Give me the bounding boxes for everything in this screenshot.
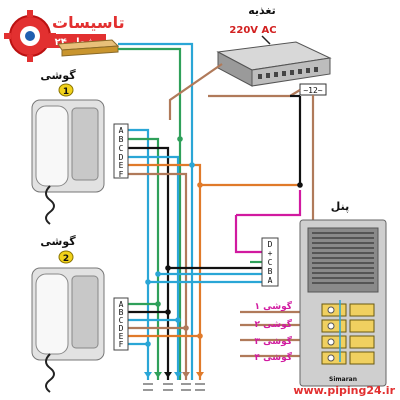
- power-supply-voltage: 220V AC: [229, 25, 276, 36]
- bus-continuation-arrows: [143, 372, 205, 391]
- handset-1-title: گوشی: [40, 69, 76, 82]
- power-supply: تغذیه 220V AC: [216, 4, 332, 87]
- door-panel: پنل Simaran: [299, 200, 387, 387]
- panel-title: پنل: [331, 200, 349, 213]
- panel-buttons: [321, 300, 375, 365]
- panel-terminal-d: D: [268, 240, 273, 249]
- power-supply-title: تغذیه: [248, 4, 276, 17]
- handset-2-terminal-d: D: [119, 324, 124, 333]
- panel-terminal-b: B: [268, 267, 273, 276]
- junction-dots: [145, 136, 303, 347]
- handset-1-terminal-b: B: [119, 135, 124, 144]
- handset-2-number: 2: [63, 254, 69, 264]
- handset-2-terminal-c: C: [119, 316, 124, 325]
- panel-terminal-a: A: [268, 276, 273, 285]
- handset-1-terminal-d: D: [119, 153, 124, 162]
- panel-button-label-3: گوشی ۳: [255, 335, 293, 347]
- handset-1-terminal-e: E: [119, 161, 124, 170]
- panel-brand: Simaran: [329, 376, 357, 383]
- handset-2-title: گوشی: [40, 235, 76, 248]
- panel-button-label-2: گوشی ۲: [255, 318, 293, 330]
- handset-1-terminal-a: A: [119, 126, 124, 135]
- regulator-label: ~12~: [303, 86, 322, 95]
- handset-2: گوشی 2 A B C D E F: [31, 235, 129, 393]
- panel-button-labels: گوشی ۱ گوشی ۲ گوشی ۳ گوشی ۴: [255, 300, 293, 363]
- handset-2-terminal-a: A: [119, 300, 124, 309]
- handset-2-terminal-e: E: [119, 332, 124, 341]
- handset-2-terminal-b: B: [119, 308, 124, 317]
- logo-title: تاسیسات: [52, 13, 125, 32]
- panel-terminal-c: C: [268, 258, 273, 267]
- panel-button-label-1: گوشی ۱: [255, 300, 293, 312]
- handset-2-terminal-f: F: [119, 340, 124, 349]
- handset-1: گوشی 1 A B C D E F: [31, 69, 129, 225]
- handset-1-terminal-f: F: [119, 170, 124, 179]
- handset-1-terminal-c: C: [119, 144, 124, 153]
- panel-terminal-block: D + C B A: [261, 237, 279, 287]
- panel-terminal-plus: +: [268, 249, 273, 258]
- panel-button-label-4: گوشی ۴: [255, 351, 293, 363]
- door-lock: [57, 39, 120, 57]
- watermark: www.piping24.ir: [293, 384, 395, 397]
- handset-1-number: 1: [63, 87, 69, 97]
